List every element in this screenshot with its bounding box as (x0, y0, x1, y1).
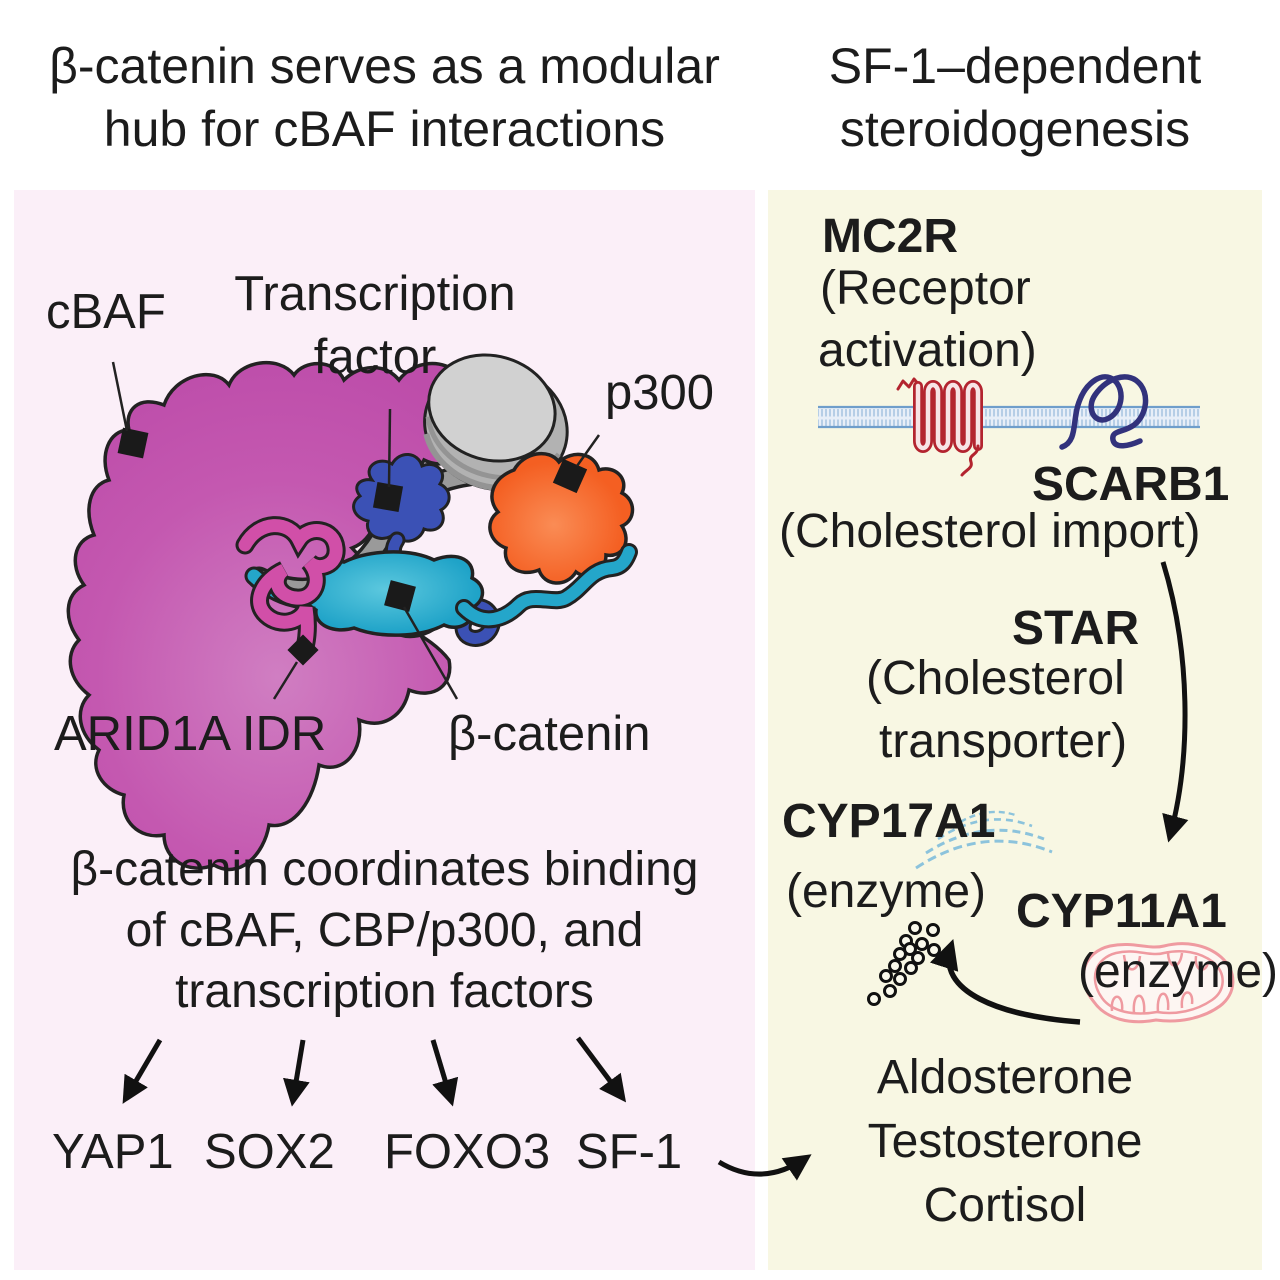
mc2r-gene: MC2R (822, 210, 959, 263)
mc2r-role-line1: (Receptor (820, 262, 1031, 315)
beta-catenin-label: β-catenin (448, 707, 651, 761)
right-title: SF-1–dependent steroidogenesis (768, 35, 1262, 161)
cyp17a1-gene: CYP17A1 (782, 795, 996, 848)
cyp11a1-role: (enzyme) (1078, 945, 1279, 998)
caption-line2: of cBAF, CBP/p300, and (125, 904, 644, 957)
scarb1-gene: SCARB1 (1032, 458, 1230, 511)
arid1a-idr-label: ARID1A IDR (54, 707, 327, 761)
caption-line1: β-catenin coordinates binding (70, 843, 699, 896)
target-sf1: SF-1 (576, 1125, 683, 1179)
cbaf-label: cBAF (46, 285, 166, 339)
scarb1-role: (Cholesterol import) (779, 505, 1201, 558)
left-caption: β-catenin coordinates binding of cBAF, C… (14, 839, 755, 1022)
star-role-line2: transporter) (879, 715, 1128, 768)
target-foxo3: FOXO3 (384, 1125, 551, 1179)
left-title-line1: β-catenin serves as a modular (49, 38, 720, 94)
right-title-line2: steroidogenesis (839, 101, 1191, 157)
target-sox2: SOX2 (204, 1125, 335, 1179)
target-yap1: YAP1 (52, 1125, 174, 1179)
steroid-products: Aldosterone Testosterone Cortisol (758, 1046, 1252, 1238)
product-testosterone: Testosterone (867, 1115, 1143, 1168)
cyp11a1-gene: CYP11A1 (1016, 885, 1227, 938)
p300-label: p300 (605, 366, 715, 420)
product-aldosterone: Aldosterone (876, 1051, 1134, 1104)
left-title: β-catenin serves as a modular hub for cB… (14, 35, 755, 161)
left-title-line2: hub for cBAF interactions (103, 101, 666, 157)
mc2r-role-line2: activation) (818, 324, 1037, 377)
caption-line3: transcription factors (175, 965, 594, 1018)
star-role-line1: (Cholesterol (866, 652, 1125, 705)
transcription-factor-label: Transcription factor (234, 267, 516, 384)
cyp17a1-role: (enzyme) (786, 865, 987, 918)
product-cortisol: Cortisol (923, 1179, 1087, 1232)
star-gene: STAR (1012, 602, 1140, 655)
right-title-line1: SF-1–dependent (828, 38, 1202, 94)
